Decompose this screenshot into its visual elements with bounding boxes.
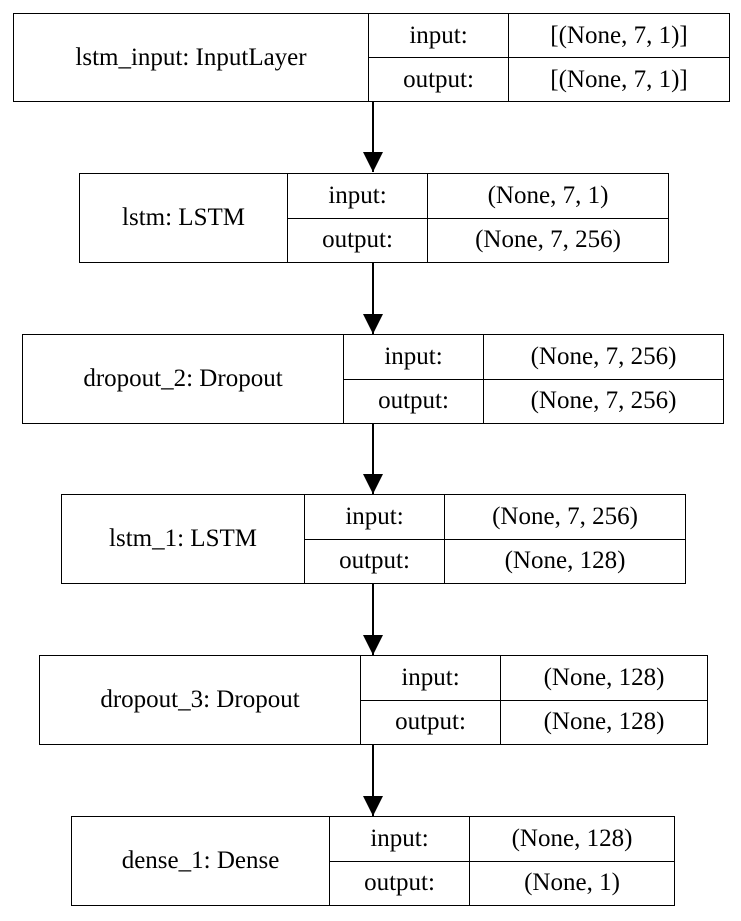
output-label: output:: [330, 860, 469, 906]
edge-arrowhead-1: [363, 152, 383, 172]
layer-node-lstm-1: lstm_1: LSTM input: output: (None, 7, 25…: [61, 494, 686, 584]
layer-name: dense_1: Dense: [72, 817, 330, 905]
layer-name: lstm_input: InputLayer: [14, 14, 369, 101]
output-label: output:: [305, 538, 444, 584]
output-shape: [(None, 7, 1)]: [509, 57, 729, 101]
input-shape: (None, 128): [511, 824, 633, 852]
io-shapes: (None, 128) (None, 1): [470, 817, 674, 905]
input-label: input:: [328, 181, 387, 209]
layer-node-dropout-2: dropout_2: Dropout input: output: (None,…: [22, 334, 724, 424]
layer-name: lstm: LSTM: [80, 174, 288, 262]
input-label: input:: [401, 663, 460, 691]
input-label: input:: [409, 21, 468, 49]
layer-name: dropout_2: Dropout: [23, 335, 344, 423]
io-labels: input: output:: [330, 817, 470, 905]
input-shape: [(None, 7, 1)]: [550, 21, 688, 49]
output-shape: (None, 7, 256): [428, 217, 668, 263]
layer-node-lstm: lstm: LSTM input: output: (None, 7, 1) (…: [79, 173, 669, 263]
layer-node-lstm-input: lstm_input: InputLayer input: output: [(…: [13, 13, 730, 102]
edge-arrowhead-2: [363, 314, 383, 334]
output-label: output:: [344, 378, 483, 424]
output-label: output:: [361, 699, 500, 745]
edge-arrowhead-5: [363, 796, 383, 816]
output-shape: (None, 128): [445, 538, 685, 584]
layer-node-dense-1: dense_1: Dense input: output: (None, 128…: [71, 816, 675, 906]
io-labels: input: output:: [288, 174, 428, 262]
output-label: output:: [288, 217, 427, 263]
io-shapes: (None, 128) (None, 128): [501, 656, 707, 744]
io-labels: input: output:: [344, 335, 484, 423]
input-shape: (None, 7, 256): [492, 502, 638, 530]
input-shape: (None, 7, 256): [530, 342, 677, 370]
layer-name: lstm_1: LSTM: [62, 495, 305, 583]
output-label: output:: [369, 57, 508, 101]
io-labels: input: output:: [361, 656, 501, 744]
input-shape: (None, 128): [543, 663, 665, 691]
input-label: input:: [345, 502, 404, 530]
layer-name: dropout_3: Dropout: [40, 656, 361, 744]
edge-arrowhead-3: [363, 474, 383, 494]
input-shape: (None, 7, 1): [487, 181, 609, 209]
io-shapes: (None, 7, 1) (None, 7, 256): [428, 174, 668, 262]
edge-arrowhead-4: [363, 635, 383, 655]
output-shape: (None, 128): [501, 699, 707, 745]
io-shapes: (None, 7, 256) (None, 128): [445, 495, 685, 583]
io-labels: input: output:: [305, 495, 445, 583]
input-label: input:: [370, 824, 429, 852]
input-label: input:: [384, 342, 443, 370]
io-shapes: [(None, 7, 1)] [(None, 7, 1)]: [509, 14, 729, 101]
output-shape: (None, 1): [470, 860, 674, 906]
layer-node-dropout-3: dropout_3: Dropout input: output: (None,…: [39, 655, 708, 745]
output-shape: (None, 7, 256): [484, 378, 723, 424]
io-labels: input: output:: [369, 14, 509, 101]
io-shapes: (None, 7, 256) (None, 7, 256): [484, 335, 723, 423]
